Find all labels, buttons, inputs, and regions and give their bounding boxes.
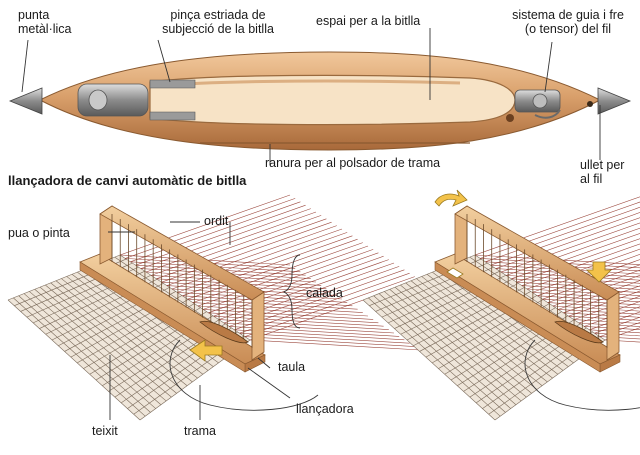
yarn-eyelet xyxy=(587,101,593,107)
label-reed: pua o pinta xyxy=(8,226,70,240)
weft-yarn xyxy=(524,339,640,411)
metal-tip-left xyxy=(8,87,43,115)
shuttle-eject-marker xyxy=(446,267,464,279)
label-metal-tip-line1: punta xyxy=(18,8,50,22)
label-bobbin-clamp-line2: subjecció de la bitlla xyxy=(162,22,274,36)
bobbin-clamp xyxy=(77,79,196,121)
label-shuttle: llançadora xyxy=(296,402,354,416)
motion-arrow-curved xyxy=(434,189,468,207)
label-metal-tip: punta metàl·lica xyxy=(18,8,72,36)
label-metal-tip-line2: metàl·lica xyxy=(18,22,72,36)
label-table: taula xyxy=(278,360,306,374)
shuttle-on-table xyxy=(199,320,249,344)
label-warp: ordit xyxy=(204,214,229,228)
label-fabric: teixit xyxy=(92,424,118,438)
tension-device xyxy=(514,89,561,119)
label-tension-device-line2: (o tensor) del fil xyxy=(524,22,612,36)
weft-yarn xyxy=(169,339,319,411)
motion-arrow-down xyxy=(586,261,612,283)
label-bobbin-clamp: pinça estriada de subjecció de la bitlla xyxy=(148,8,288,36)
loom-right xyxy=(362,189,640,421)
metal-tip-right xyxy=(597,87,632,115)
section-heading: llançadora de canvi automàtic de bitlla xyxy=(8,173,247,188)
label-picker-groove: ranura per al polsador de trama xyxy=(265,156,441,170)
shuttle-on-table xyxy=(554,320,604,344)
motion-arrow xyxy=(189,339,223,362)
label-yarn-eyelet-line2: al fil xyxy=(580,172,603,186)
label-bobbin-clamp-line1: pinça estriada de xyxy=(170,8,266,22)
reed-frame xyxy=(454,205,620,361)
label-tension-device: sistema de guia i fre (o tensor) del fil xyxy=(502,8,634,36)
label-yarn-eyelet: ullet per al fil xyxy=(580,158,624,186)
label-shed: calada xyxy=(306,286,343,300)
shuttle-illustration xyxy=(8,28,632,165)
label-bobbin-space: espai per a la bitlla xyxy=(316,14,421,28)
loom-left xyxy=(7,194,421,421)
label-tension-device-line1: sistema de guia i fre xyxy=(512,8,624,22)
loom-leader-lines xyxy=(108,221,301,420)
label-yarn-eyelet-line1: ullet per xyxy=(580,158,625,172)
label-weft: trama xyxy=(184,424,216,438)
